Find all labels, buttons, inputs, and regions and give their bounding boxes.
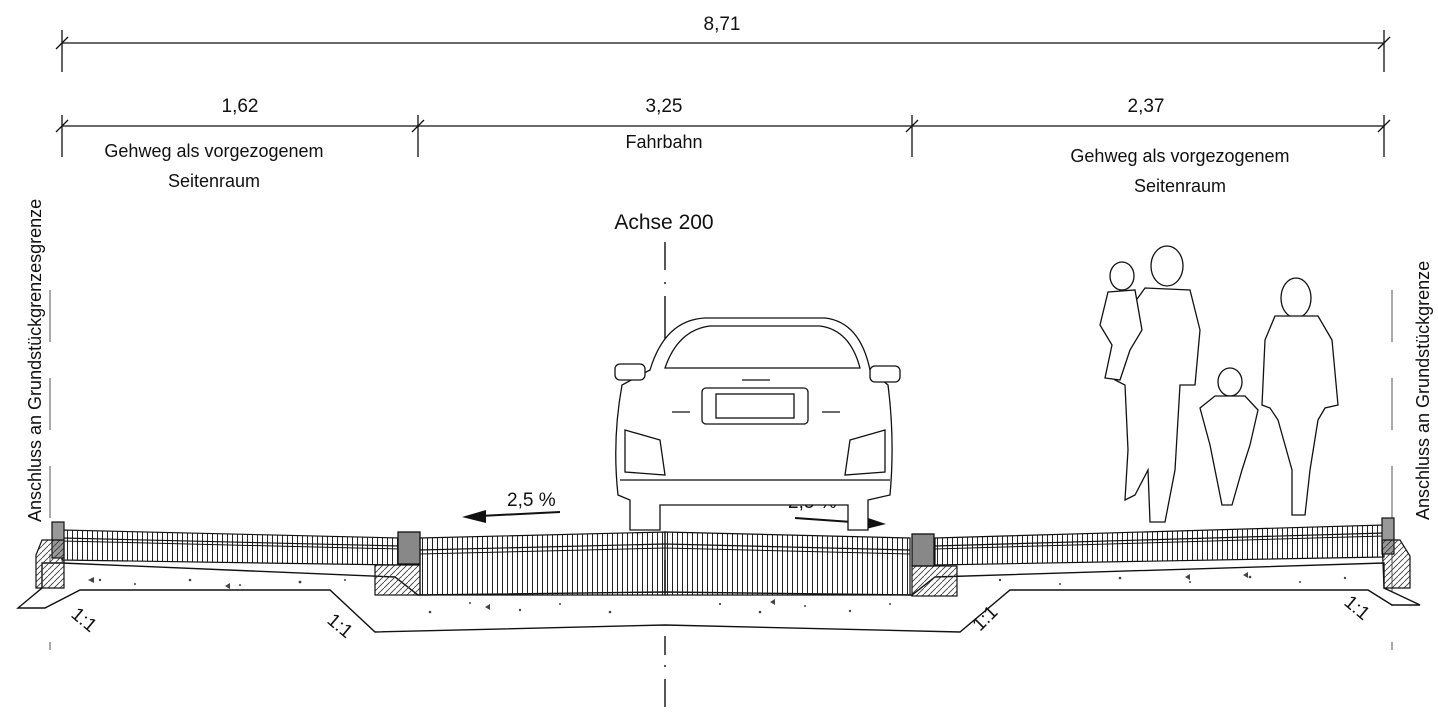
embankment-label-far-left: 1:1 [67,604,101,637]
dimension-segments [55,115,1391,157]
right-sidewalk-paving [934,524,1385,566]
right-sidewalk-label-line1: Gehweg als vorgezogenem [1070,146,1289,166]
right-sidewalk-label-line2: Seitenraum [1134,176,1226,196]
left-slope-label: 2,5 % [507,490,556,511]
dimension-total-label: 8,71 [704,14,741,35]
left-boundary-label: Anschluss an Grundstückgrenzesgrenze [25,199,45,522]
left-edge-foundation [35,539,65,589]
left-slope-arrow [462,510,561,523]
right-curb-foundation [911,565,958,597]
gravel-aggregate [88,572,1347,614]
dimension-roadway-label: 3,25 [646,96,683,117]
pedestrians-family-icon [1099,245,1339,523]
embankment-label-inner-left: 1:1 [323,610,357,643]
embankment-label-far-right: 1:1 [1340,592,1374,625]
dimension-left-sidewalk-label: 1,62 [222,96,259,117]
left-curb-foundation [374,564,421,596]
roadway-surface-left [419,531,666,596]
axis-label: Achse 200 [614,211,713,234]
dimension-right-sidewalk-label: 2,37 [1128,96,1165,117]
roadway-surface-right [664,531,911,596]
dimension-total [55,30,1391,72]
right-curb-stone [911,533,935,567]
right-slope-arrow [794,516,886,530]
left-sidewalk-label-line2: Seitenraum [168,171,260,191]
left-curb-stone [397,531,421,565]
roadway-label: Fahrbahn [625,132,702,152]
car-rear-view-icon [614,317,901,531]
right-edge-foundation [1381,539,1411,589]
right-boundary-label: Anschluss an Grundstückgrenze [1413,261,1433,520]
left-sidewalk-label-line1: Gehweg als vorgezogenem [104,141,323,161]
